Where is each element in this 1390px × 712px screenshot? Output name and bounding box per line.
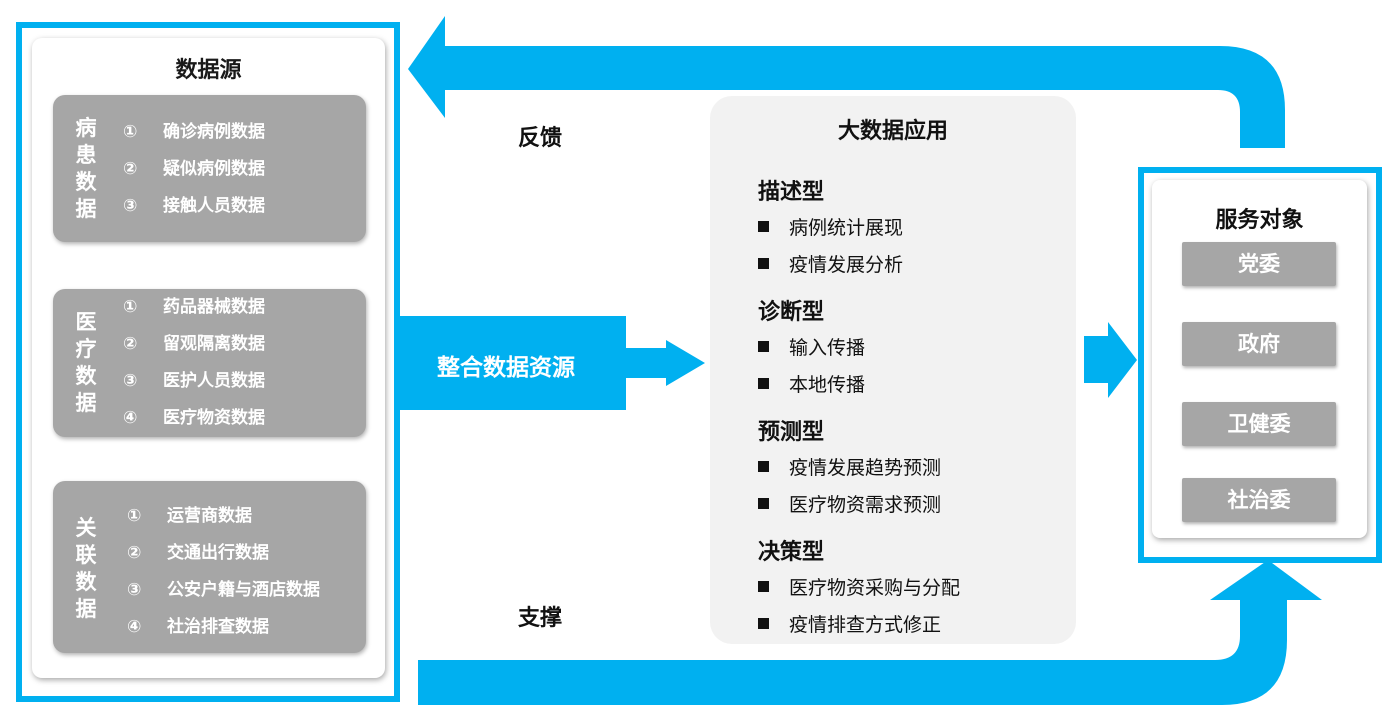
target-health-commission: 卫健委 xyxy=(1182,402,1336,446)
square-bullet-icon xyxy=(758,618,769,629)
category-title: 诊断型 xyxy=(758,300,825,325)
service-targets-title: 服务对象 xyxy=(1215,208,1304,233)
feedback-arrow xyxy=(408,16,1285,148)
category-title: 决策型 xyxy=(758,540,825,565)
group-title: 病 患 数 据 xyxy=(75,116,97,221)
integrate-label: 整合数据资源 xyxy=(437,355,575,381)
list-item: 医疗物资需求预测 xyxy=(758,490,941,517)
square-bullet-icon xyxy=(758,258,769,269)
integrate-arrow-body xyxy=(386,316,626,410)
square-bullet-icon xyxy=(758,461,769,472)
category-title: 预测型 xyxy=(758,420,825,445)
target-government: 政府 xyxy=(1182,322,1336,366)
group-title: 关 联 数 据 xyxy=(75,516,97,621)
category-title: 描述型 xyxy=(758,180,825,205)
feedback-label: 反馈 xyxy=(518,126,563,151)
square-bullet-icon xyxy=(758,581,769,592)
target-party-committee: 党委 xyxy=(1182,242,1336,286)
list-item: 疫情发展分析 xyxy=(758,250,903,277)
applications-panel xyxy=(710,96,1076,644)
list-item: 疫情发展趋势预测 xyxy=(758,453,941,480)
square-bullet-icon xyxy=(758,341,769,352)
list-item: 本地传播 xyxy=(758,370,865,397)
service-arrow xyxy=(1084,322,1137,398)
target-social-governance-committee: 社治委 xyxy=(1182,478,1336,522)
list-item: 输入传播 xyxy=(758,333,865,360)
applications-title: 大数据应用 xyxy=(837,119,948,144)
support-label: 支撑 xyxy=(518,606,563,631)
list-item: 医疗物资采购与分配 xyxy=(758,573,960,600)
data-source-title: 数据源 xyxy=(175,58,242,83)
square-bullet-icon xyxy=(758,378,769,389)
integrate-arrow-head xyxy=(626,340,705,386)
square-bullet-icon xyxy=(758,221,769,232)
list-item: 病例统计展现 xyxy=(758,213,903,240)
square-bullet-icon xyxy=(758,498,769,509)
list-item: 疫情排查方式修正 xyxy=(758,610,941,637)
support-arrow xyxy=(418,560,1322,705)
group-title: 医 疗 数 据 xyxy=(75,310,97,415)
